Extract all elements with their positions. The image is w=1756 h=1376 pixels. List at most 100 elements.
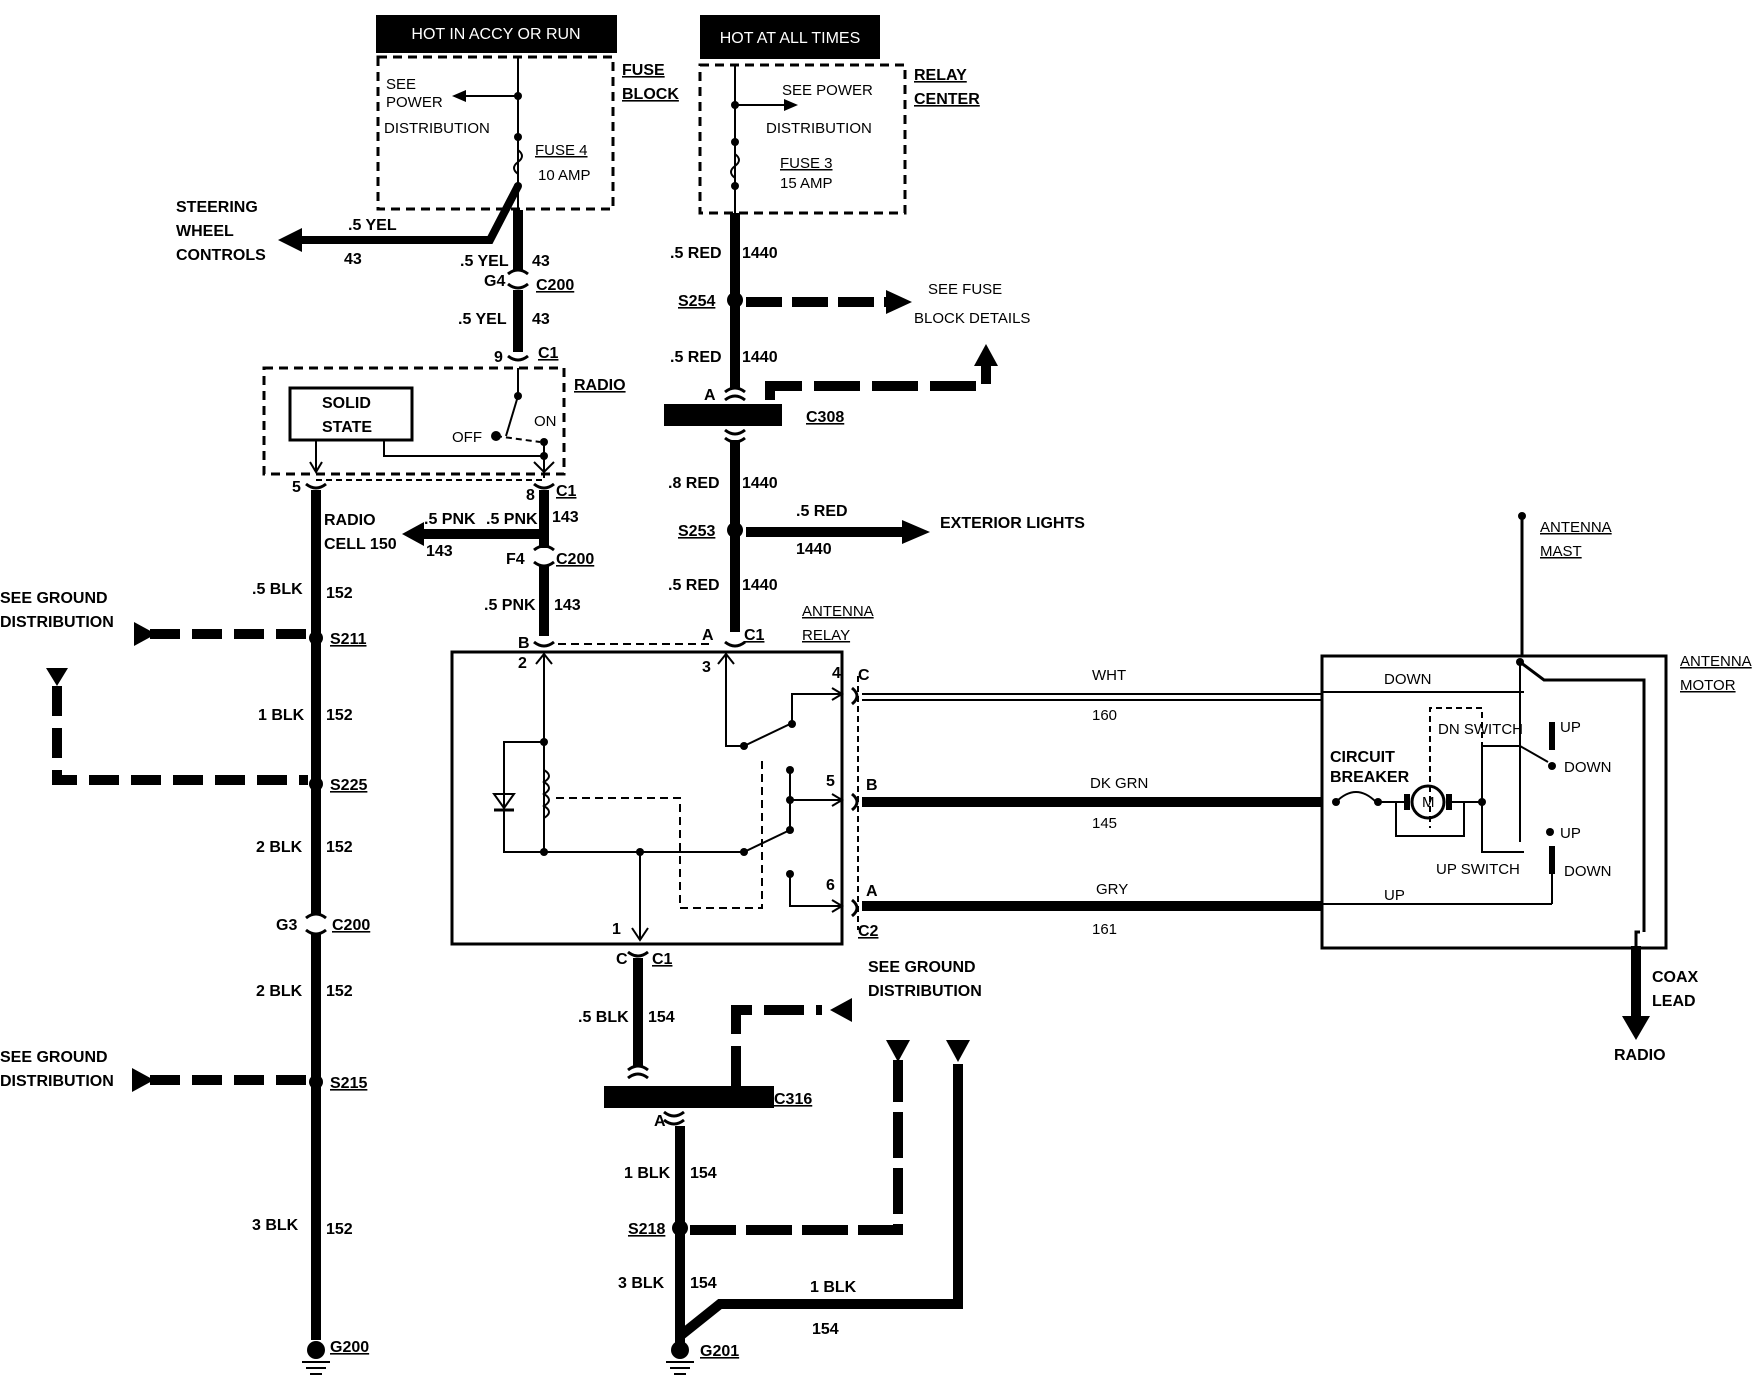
svg-text:UP: UP — [1560, 825, 1581, 842]
svg-text:BLOCK DETAILS: BLOCK DETAILS — [914, 310, 1030, 327]
svg-text:F4: F4 — [506, 551, 525, 568]
svg-text:152: 152 — [326, 707, 353, 724]
svg-text:152: 152 — [326, 983, 353, 1000]
svg-text:FUSE: FUSE — [622, 62, 665, 79]
svg-text:161: 161 — [1092, 921, 1117, 938]
svg-text:BLOCK: BLOCK — [622, 86, 679, 103]
svg-text:G3: G3 — [276, 917, 297, 934]
svg-text:1440: 1440 — [796, 541, 832, 558]
svg-text:.5 RED: .5 RED — [668, 577, 720, 594]
svg-text:C308: C308 — [806, 409, 844, 426]
svg-text:152: 152 — [326, 839, 353, 856]
svg-text:MOTOR: MOTOR — [1680, 677, 1736, 694]
svg-text:DISTRIBUTION: DISTRIBUTION — [766, 120, 872, 137]
svg-text:M: M — [1422, 794, 1435, 811]
svg-text:.5 YEL: .5 YEL — [348, 217, 397, 234]
svg-text:FUSE 4: FUSE 4 — [535, 142, 588, 159]
fuse-block: FUSE BLOCK SEE POWER DISTRIBUTION FUSE 4… — [376, 55, 679, 211]
svg-text:5: 5 — [826, 773, 835, 790]
svg-text:STATE: STATE — [322, 419, 372, 436]
svg-text:RADIO: RADIO — [324, 512, 376, 529]
svg-text:LEAD: LEAD — [1652, 993, 1696, 1010]
svg-text:MAST: MAST — [1540, 543, 1582, 560]
svg-text:HOT AT ALL TIMES: HOT AT ALL TIMES — [720, 30, 861, 47]
fuse4-feed-wire: .5 YEL 43 G4 C200 .5 YEL 43 9 C1 — [458, 210, 574, 366]
svg-text:.5 PNK: .5 PNK — [486, 511, 538, 528]
svg-text:DISTRIBUTION: DISTRIBUTION — [384, 120, 490, 137]
ground-distribution-s211: SEE GROUND DISTRIBUTION — [0, 590, 308, 646]
svg-text:DISTRIBUTION: DISTRIBUTION — [868, 983, 982, 1000]
svg-text:DOWN: DOWN — [1564, 863, 1612, 880]
svg-text:C200: C200 — [556, 551, 594, 568]
svg-text:4: 4 — [832, 665, 841, 682]
svg-text:BREAKER: BREAKER — [1330, 769, 1410, 786]
svg-text:A: A — [702, 627, 714, 644]
svg-text:G200: G200 — [330, 1339, 369, 1356]
svg-text:B: B — [866, 777, 878, 794]
svg-text:1: 1 — [612, 921, 621, 938]
svg-text:B: B — [518, 635, 530, 652]
svg-text:43: 43 — [344, 251, 362, 268]
radio-unit: RADIO SOLID STATE OFF ON — [262, 366, 626, 481]
svg-text:152: 152 — [326, 585, 353, 602]
svg-text:5: 5 — [292, 479, 301, 496]
steering-wheel-controls: STEERING WHEEL CONTROLS .5 YEL 43 — [176, 184, 522, 268]
svg-text:SEE: SEE — [386, 76, 416, 93]
svg-text:3 BLK: 3 BLK — [252, 1217, 299, 1234]
svg-text:43: 43 — [532, 253, 550, 270]
relay-center: RELAY CENTER SEE POWER DISTRIBUTION FUSE… — [698, 63, 980, 215]
svg-text:RADIO: RADIO — [574, 377, 626, 394]
svg-text:.5 RED: .5 RED — [670, 245, 722, 262]
svg-text:FUSE 3: FUSE 3 — [780, 155, 833, 172]
svg-text:G201: G201 — [700, 1343, 739, 1360]
svg-text:ANTENNA: ANTENNA — [802, 603, 874, 620]
svg-text:1 BLK: 1 BLK — [810, 1279, 857, 1296]
svg-text:ON: ON — [534, 413, 557, 430]
svg-text:COAX: COAX — [1652, 969, 1699, 986]
svg-text:160: 160 — [1092, 707, 1117, 724]
svg-text:.5 BLK: .5 BLK — [252, 581, 303, 598]
svg-text:S254: S254 — [678, 293, 715, 310]
svg-text:1 BLK: 1 BLK — [624, 1165, 671, 1182]
svg-text:C1: C1 — [744, 627, 765, 644]
svg-text:.5 RED: .5 RED — [670, 349, 722, 366]
svg-text:154: 154 — [648, 1009, 675, 1026]
coax-lead: COAX LEAD RADIO — [1614, 930, 1699, 1064]
ground-distribution-s225 — [46, 668, 308, 785]
svg-text:C316: C316 — [774, 1091, 812, 1108]
svg-text:.8 RED: .8 RED — [668, 475, 720, 492]
svg-text:2 BLK: 2 BLK — [256, 839, 303, 856]
svg-text:1440: 1440 — [742, 349, 778, 366]
svg-text:9: 9 — [494, 349, 503, 366]
svg-text:C200: C200 — [332, 917, 370, 934]
svg-text:C: C — [616, 951, 628, 968]
relay-motor-wires: C B A C2 WHT 160 DK GRN 145 GRY 161 — [851, 667, 1322, 940]
svg-text:ANTENNA: ANTENNA — [1540, 519, 1612, 536]
svg-text:145: 145 — [1092, 815, 1117, 832]
svg-text:8: 8 — [526, 487, 535, 504]
svg-text:SOLID: SOLID — [322, 395, 371, 412]
ground-distribution-s215: SEE GROUND DISTRIBUTION — [0, 1049, 308, 1092]
red-wire-1440: .5 RED 1440 S254 SEE FUSE BLOCK DETAILS … — [664, 213, 1085, 648]
svg-text:C1: C1 — [556, 483, 577, 500]
svg-text:DN SWITCH: DN SWITCH — [1438, 721, 1523, 738]
svg-text:43: 43 — [532, 311, 550, 328]
svg-text:143: 143 — [426, 543, 453, 560]
svg-text:S211: S211 — [330, 631, 367, 648]
svg-text:SEE GROUND: SEE GROUND — [0, 1049, 108, 1066]
svg-text:RELAY: RELAY — [802, 627, 850, 644]
svg-text:2: 2 — [518, 655, 527, 672]
svg-text:CELL 150: CELL 150 — [324, 536, 397, 553]
svg-text:C200: C200 — [536, 277, 574, 294]
svg-text:.5 BLK: .5 BLK — [578, 1009, 629, 1026]
svg-text:STEERING: STEERING — [176, 199, 258, 216]
svg-text:S225: S225 — [330, 777, 367, 794]
ground-wire-154: C C1 .5 BLK 154 C316 SEE GROUND DISTRIBU… — [578, 950, 982, 1375]
svg-text:.5 YEL: .5 YEL — [458, 311, 507, 328]
svg-text:1 BLK: 1 BLK — [258, 707, 305, 724]
svg-text:A: A — [866, 883, 878, 900]
svg-text:CIRCUIT: CIRCUIT — [1330, 749, 1395, 766]
svg-text:S218: S218 — [628, 1221, 665, 1238]
svg-text:ANTENNA: ANTENNA — [1680, 653, 1752, 670]
antenna-motor: ANTENNA MAST ANTENNA MOTOR DOWN UP DOWN … — [1320, 512, 1752, 950]
